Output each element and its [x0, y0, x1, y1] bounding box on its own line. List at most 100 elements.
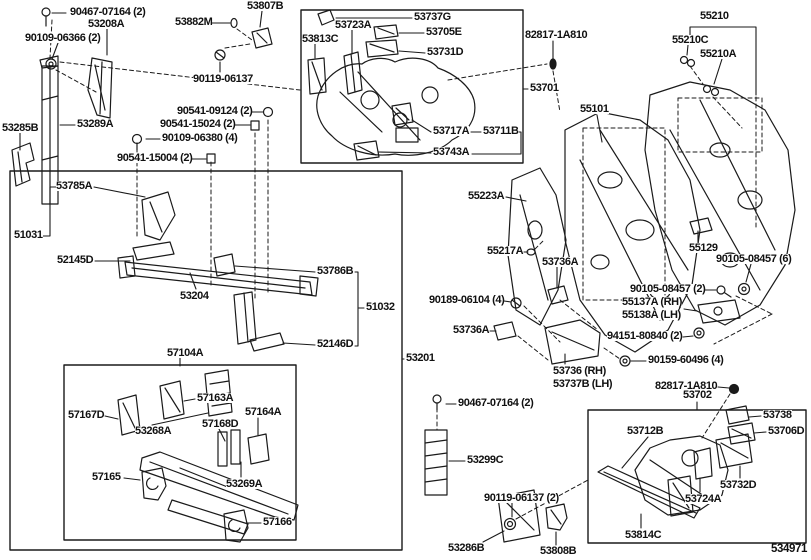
part-57166-drawing [223, 509, 249, 543]
part-label-57164A[interactable]: 57164A [245, 406, 282, 418]
part-52146D-drawing [249, 332, 285, 352]
part-57165-drawing [141, 467, 167, 501]
part-label-53706D[interactable]: 53706D [768, 425, 805, 437]
part-label-57165[interactable]: 57165 [92, 471, 121, 483]
bolt-icon [503, 517, 517, 531]
part-label-52146D[interactable]: 52146D [317, 338, 354, 350]
part-label-82817-1A810[interactable]: 82817-1A810 [525, 29, 588, 41]
part-57164A-drawing [247, 433, 270, 465]
part-label-55137A-RH[interactable]: 55137A (RH) [622, 296, 682, 308]
part-label-51032[interactable]: 51032 [366, 301, 395, 313]
part-label-90105-08457-6[interactable]: 90105-08457 (6) [716, 253, 792, 265]
part-label-57167D[interactable]: 57167D [68, 409, 105, 421]
part-label-90109-06380-4[interactable]: 90109-06380 (4) [162, 132, 238, 144]
part-label-55210[interactable]: 55210 [700, 10, 729, 22]
part-label-53723A[interactable]: 53723A [335, 19, 372, 31]
part-label-53201[interactable]: 53201 [406, 352, 435, 364]
part-label-52145D[interactable]: 52145D [57, 254, 94, 266]
part-53723A-drawing [343, 51, 363, 95]
part-53738-drawing [725, 405, 750, 425]
part-label-90189-06104-4[interactable]: 90189-06104 (4) [429, 294, 505, 306]
diagram-number: 534971 [771, 543, 807, 555]
part-label-55210C[interactable]: 55210C [672, 34, 709, 46]
part-label-53737B-LH[interactable]: 53737B (LH) [553, 378, 613, 390]
part-label-53268A[interactable]: 53268A [135, 425, 172, 437]
part-53736A-clip2-drawing [493, 321, 517, 341]
part-label-94151-80840-2[interactable]: 94151-80840 (2) [607, 330, 683, 342]
part-label-53732D[interactable]: 53732D [720, 479, 757, 491]
part-label-53731D[interactable]: 53731D [427, 46, 464, 58]
part-label-53701[interactable]: 53701 [530, 82, 559, 94]
part-label-53724A[interactable]: 53724A [685, 493, 722, 505]
part-label-53269A[interactable]: 53269A [226, 478, 263, 490]
part-label-53711B[interactable]: 53711B [483, 125, 519, 137]
bolt-icon [41, 7, 51, 27]
part-label-53808B[interactable]: 53808B [540, 545, 577, 557]
part-label-51031[interactable]: 51031 [14, 229, 43, 241]
part-53285B-drawing [11, 142, 35, 187]
assembly-boxes [9, 9, 807, 551]
part-label-53786B[interactable]: 53786B [317, 265, 354, 277]
bolt-icon [737, 282, 751, 296]
part-label-53286B[interactable]: 53286B [448, 542, 485, 554]
part-53731D-drawing [365, 39, 399, 58]
part-label-55138A-LH[interactable]: 55138A (LH) [622, 309, 681, 321]
part-label-82817-1A810[interactable]: 82817-1A810 [655, 380, 718, 392]
part-label-57166[interactable]: 57166 [263, 516, 292, 528]
part-55129-drawing [689, 217, 713, 235]
nut-icon [693, 327, 705, 339]
part-53289A-drawing [39, 55, 59, 205]
part-label-90541-15004-2[interactable]: 90541-15004 (2) [117, 152, 193, 164]
part-label-53736A[interactable]: 53736A [542, 256, 579, 268]
part-53204-rail-drawing [117, 255, 319, 297]
part-label-90467-07164-2[interactable]: 90467-07164 (2) [458, 397, 534, 409]
bolt-icon [214, 49, 226, 61]
part-label-53702[interactable]: 53702 [683, 389, 712, 401]
part-label-90119-06137[interactable]: 90119-06137 [193, 73, 253, 85]
part-label-90541-15024-2[interactable]: 90541-15024 (2) [160, 118, 236, 130]
part-label-55223A[interactable]: 55223A [468, 190, 505, 202]
part-label-53738[interactable]: 53738 [763, 409, 792, 421]
part-label-53204[interactable]: 53204 [180, 290, 209, 302]
part-label-90119-06137-2[interactable]: 90119-06137 (2) [484, 492, 559, 504]
grommet-icon [728, 383, 740, 395]
part-label-90105-08457-2[interactable]: 90105-08457 (2) [630, 283, 706, 295]
part-55137A-drawing [697, 299, 741, 324]
part-label-53705E[interactable]: 53705E [426, 26, 462, 38]
part-53736RH-drawing [544, 319, 601, 365]
nut-icon [679, 55, 696, 68]
part-label-90159-60496-4[interactable]: 90159-60496 (4) [648, 354, 724, 366]
part-label-53736-RH[interactable]: 53736 (RH) [553, 365, 606, 377]
part-label-53736A[interactable]: 53736A [453, 324, 490, 336]
part-label-53807B[interactable]: 53807B [247, 0, 284, 12]
part-label-53737G[interactable]: 53737G [414, 11, 451, 23]
part-label-53285B[interactable]: 53285B [2, 122, 39, 134]
part-53701-assembly-drawing [316, 57, 476, 156]
part-label-57104A[interactable]: 57104A [167, 347, 204, 359]
part-label-57168D[interactable]: 57168D [202, 418, 239, 430]
part-label-53299C[interactable]: 53299C [467, 454, 504, 466]
part-53208A-drawing [87, 57, 113, 119]
part-label-53712B[interactable]: 53712B [627, 425, 664, 437]
part-label-55210A[interactable]: 55210A [700, 48, 737, 60]
part-label-53882M[interactable]: 53882M [175, 16, 213, 28]
part-label-53743A[interactable]: 53743A [433, 146, 470, 158]
part-label-90109-06366-2[interactable]: 90109-06366 (2) [25, 32, 101, 44]
part-label-53813C[interactable]: 53813C [302, 33, 339, 45]
part-crossmember-drawing [139, 451, 299, 535]
part-label-53814C[interactable]: 53814C [625, 529, 662, 541]
part-label-53208A[interactable]: 53208A [88, 18, 125, 30]
part-label-53289A[interactable]: 53289A [77, 118, 114, 130]
part-label-53785A[interactable]: 53785A [56, 180, 93, 192]
grommet-icon [230, 17, 238, 29]
part-label-55217A[interactable]: 55217A [487, 245, 524, 257]
part-53717A-drawing [391, 102, 414, 126]
part-label-90467-07164-2[interactable]: 90467-07164 (2) [70, 6, 146, 18]
clip-icon [250, 120, 260, 131]
part-label-57163A[interactable]: 57163A [197, 392, 234, 404]
part-label-90541-09124-2[interactable]: 90541-09124 (2) [177, 105, 253, 117]
part-53724A-drawing [693, 447, 713, 480]
part-label-53717A[interactable]: 53717A [433, 125, 470, 137]
part-label-55101[interactable]: 55101 [580, 103, 609, 115]
part-label-55129[interactable]: 55129 [689, 242, 718, 254]
